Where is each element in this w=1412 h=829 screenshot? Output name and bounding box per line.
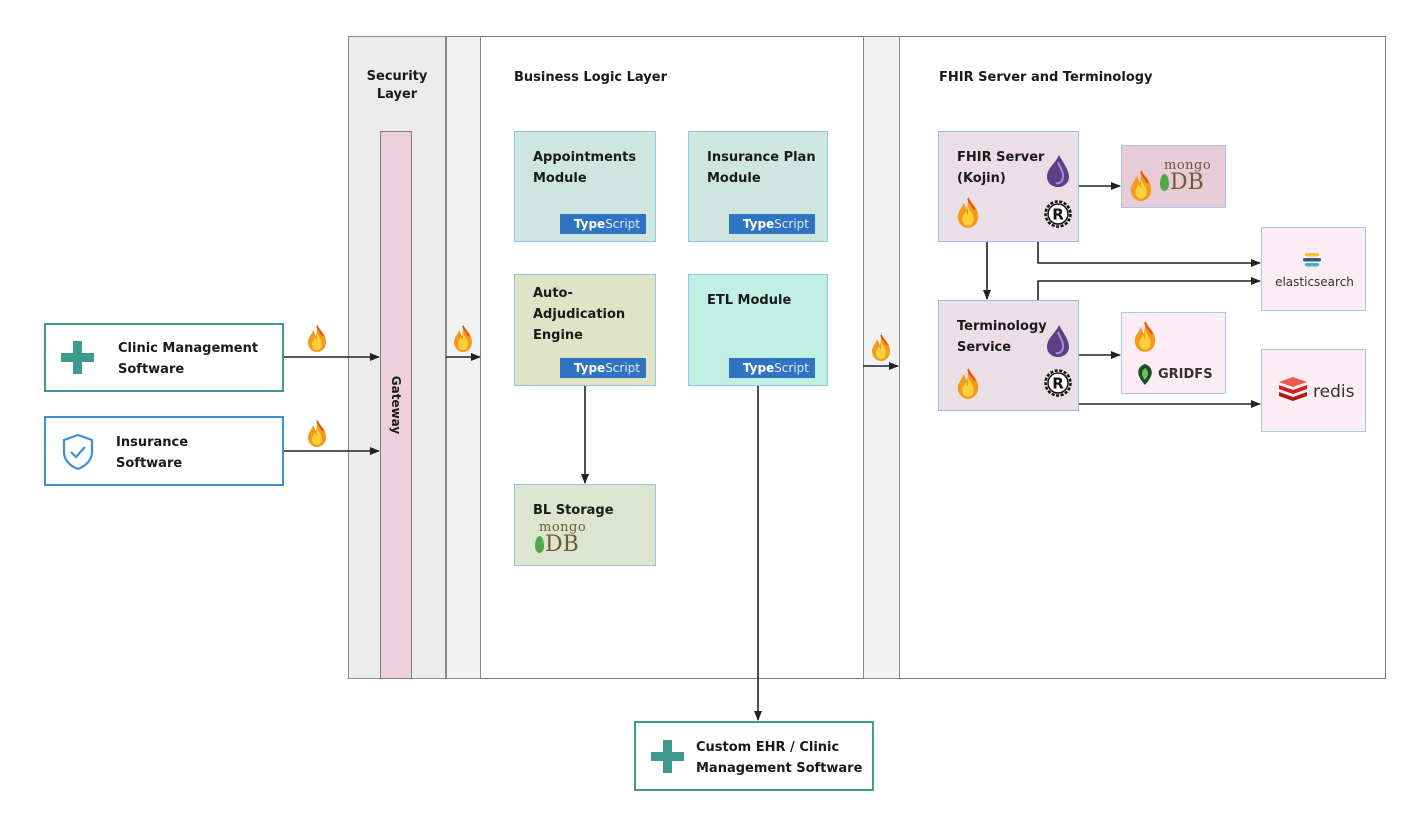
appointments-module: Appointments Module TypeScript — [514, 131, 656, 242]
clinic-management-label: Clinic Management Software — [118, 341, 259, 377]
clinic-management-software: Clinic Management Software — [44, 323, 284, 392]
insurance-plan-module-title: Insurance Plan Module — [707, 150, 816, 186]
business-layer-gutter — [446, 36, 481, 679]
typescript-badge: TypeScript — [729, 214, 815, 234]
etl-module-title: ETL Module — [707, 293, 792, 308]
gridfs-box: GRIDFS — [1121, 312, 1226, 394]
typescript-badge: TypeScript — [729, 358, 815, 378]
fhir-mongodb-box: mongo DB — [1121, 145, 1226, 208]
typescript-badge: TypeScript — [560, 358, 646, 378]
insurance-software: Insurance Software — [44, 416, 284, 486]
redis-box: redis — [1261, 349, 1366, 432]
elasticsearch-label: elasticsearch — [1275, 275, 1354, 289]
auto-adjudication-engine: Auto- Adjudication Engine TypeScript — [514, 274, 656, 386]
gridfs-label: GRIDFS — [1158, 367, 1213, 382]
flame-icon — [307, 418, 327, 448]
insurance-software-label: Insurance Software — [116, 435, 189, 471]
bl-storage-title: BL Storage — [533, 503, 614, 518]
fhir-server-box: FHIR Server (Kojin) — [938, 131, 1079, 242]
flame-icon — [307, 323, 327, 353]
terminology-service-title: Terminology Service — [957, 319, 1047, 355]
gateway-label: Gateway — [389, 375, 403, 435]
mongodb-logo: mongo DB — [535, 521, 586, 556]
custom-ehr-label: Custom EHR / Clinic Management Software — [696, 740, 863, 776]
fhir-server-title: FHIR Server (Kojin) — [957, 150, 1045, 186]
mongodb-logo: mongo DB — [1160, 159, 1211, 194]
custom-ehr-software: Custom EHR / Clinic Management Software — [634, 721, 874, 791]
appointments-module-title: Appointments Module — [533, 150, 637, 186]
auto-adjudication-title: Auto- Adjudication Engine — [533, 286, 626, 343]
security-layer-title: Security Layer — [366, 69, 428, 102]
bl-storage-module: BL Storage mongo DB — [514, 484, 656, 566]
redis-label: redis — [1313, 382, 1355, 402]
elasticsearch-box: elasticsearch — [1261, 227, 1366, 311]
etl-module: ETL Module TypeScript — [688, 274, 828, 386]
mongodb-leaf-icon — [1160, 174, 1169, 191]
fhir-layer-title: FHIR Server and Terminology — [939, 70, 1153, 85]
business-layer-title: Business Logic Layer — [514, 70, 667, 85]
gateway-bar: Gateway — [380, 131, 412, 679]
fhir-layer-gutter — [863, 36, 900, 679]
mongodb-leaf-icon — [535, 536, 544, 553]
terminology-service-box: Terminology Service — [938, 300, 1079, 411]
insurance-plan-module: Insurance Plan Module TypeScript — [688, 131, 828, 242]
typescript-badge: TypeScript — [560, 214, 646, 234]
